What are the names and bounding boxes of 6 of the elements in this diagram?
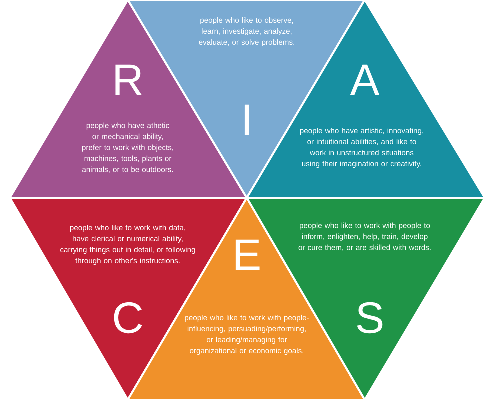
- category-letter: E: [236, 240, 260, 270]
- category-letter: A: [350, 64, 380, 96]
- category-letter: S: [357, 302, 383, 334]
- category-letter: C: [114, 302, 142, 334]
- category-letter: I: [244, 104, 250, 136]
- category-letter: R: [116, 64, 142, 96]
